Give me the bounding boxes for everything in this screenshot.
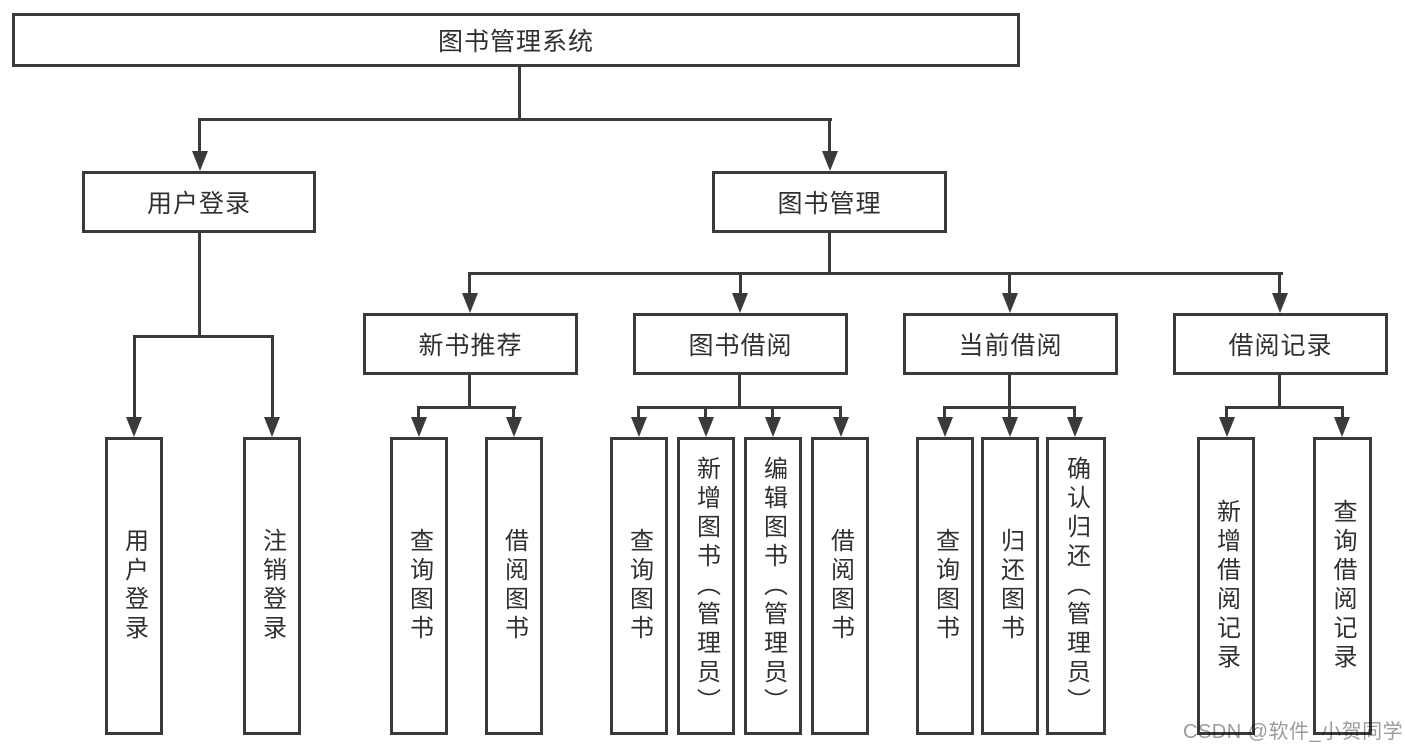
connector-v (417, 406, 420, 419)
leaf-edit-books-admin: 编辑图书（管理员） (744, 437, 802, 735)
arrow-down-icon (765, 417, 781, 437)
arrow-down-icon (631, 417, 647, 437)
connector-v (133, 335, 136, 419)
arrow-down-icon (1002, 417, 1018, 437)
arrow-down-icon (126, 417, 142, 437)
connector-h (637, 406, 842, 409)
connector-v (771, 406, 774, 419)
connector-v (1278, 272, 1281, 294)
leaf-query-books-recommend: 查询图书 (390, 437, 448, 735)
connector-v (828, 118, 831, 154)
connector-v (198, 118, 201, 154)
connector-v (738, 375, 741, 409)
arrow-down-icon (732, 293, 748, 313)
connector-h (198, 118, 832, 121)
node-book-management: 图书管理 (712, 171, 947, 233)
node-new-book-recommend: 新书推荐 (363, 313, 578, 375)
leaf-borrow-books-recommend: 借阅图书 (485, 437, 543, 735)
connector-v (518, 67, 521, 118)
leaf-user-login: 用户登录 (105, 437, 163, 735)
connector-v (704, 406, 707, 419)
leaf-add-borrow-record: 新增借阅记录 (1197, 437, 1255, 735)
leaf-query-books-borrow: 查询图书 (610, 437, 668, 735)
node-borrowing-records: 借阅记录 (1173, 313, 1388, 375)
arrow-down-icon (462, 293, 478, 313)
leaf-confirm-return-admin: 确认归还（管理员） (1046, 437, 1106, 735)
connector-v (512, 406, 515, 419)
arrow-down-icon (192, 151, 208, 171)
leaf-return-books: 归还图书 (981, 437, 1039, 735)
connector-h (1225, 406, 1344, 409)
node-current-borrowing: 当前借阅 (903, 313, 1118, 375)
leaf-query-borrow-record: 查询借阅记录 (1313, 437, 1372, 735)
connector-h (133, 335, 274, 338)
node-user-login: 用户登录 (82, 171, 316, 233)
connector-v (839, 406, 842, 419)
arrow-down-icon (1219, 417, 1235, 437)
arrow-down-icon (264, 417, 280, 437)
arrow-down-icon (411, 417, 427, 437)
connector-v (1341, 406, 1344, 419)
arrow-down-icon (506, 417, 522, 437)
node-library-system: 图书管理系统 (12, 13, 1020, 67)
connector-v (828, 233, 831, 275)
arrow-down-icon (822, 151, 838, 171)
connector-v (1278, 375, 1281, 409)
arrow-down-icon (1272, 293, 1288, 313)
connector-v (1008, 406, 1011, 419)
connector-v (1008, 375, 1011, 409)
leaf-logout: 注销登录 (243, 437, 301, 735)
connector-v (637, 406, 640, 419)
csdn-watermark: CSDN @软件_小贺同学 (1183, 721, 1404, 743)
connector-v (468, 272, 471, 294)
arrow-down-icon (1002, 293, 1018, 313)
arrow-down-icon (698, 417, 714, 437)
leaf-query-books-current: 查询图书 (916, 437, 974, 735)
leaf-add-books-admin: 新增图书（管理员） (677, 437, 735, 735)
arrow-down-icon (1067, 417, 1083, 437)
connector-v (198, 233, 201, 335)
connector-v (739, 272, 742, 294)
arrow-down-icon (833, 417, 849, 437)
arrow-down-icon (937, 417, 953, 437)
connector-v (468, 375, 471, 409)
connector-v (1073, 406, 1076, 419)
connector-v (943, 406, 946, 419)
node-book-borrowing: 图书借阅 (633, 313, 848, 375)
connector-v (271, 335, 274, 419)
connector-h (469, 272, 1283, 275)
arrow-down-icon (1334, 417, 1350, 437)
connector-v (1225, 406, 1228, 419)
leaf-borrow-books: 借阅图书 (811, 437, 869, 735)
connector-v (1008, 272, 1011, 294)
connector-h (417, 406, 516, 409)
